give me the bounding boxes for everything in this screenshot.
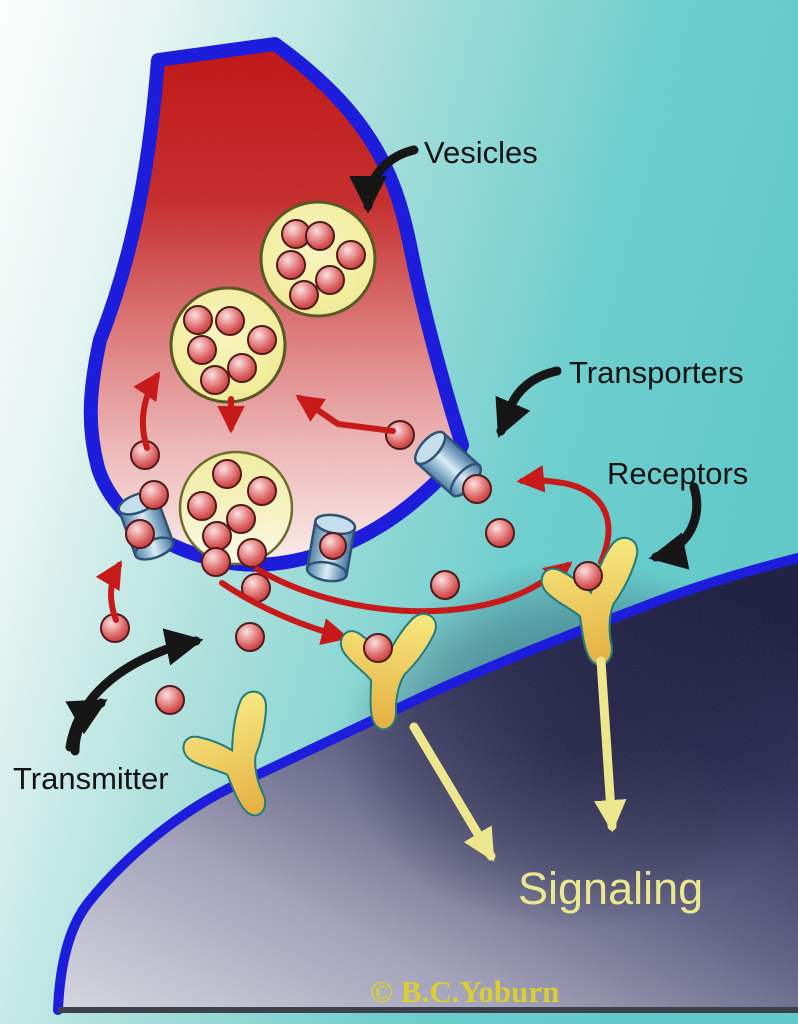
synapse-diagram: Vesicles Transporters Receptors Transmit… <box>0 0 798 1024</box>
grain-texture <box>0 0 798 1024</box>
